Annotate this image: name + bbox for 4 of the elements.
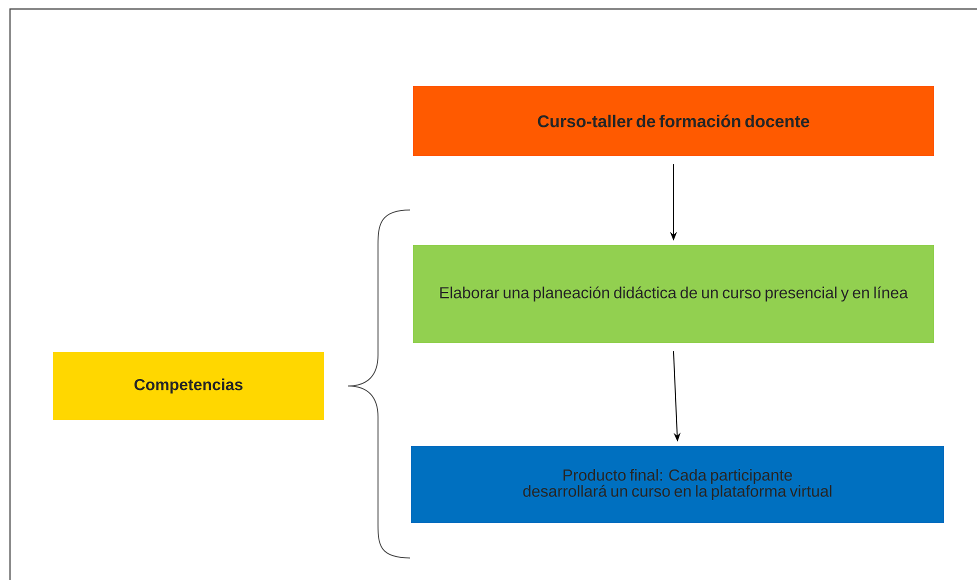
title-box: Curso-taller de formación docente xyxy=(413,86,934,156)
category-box: Competencias xyxy=(53,352,324,420)
process-box: Producto final: Cada participante desarrollará un curso en la plataforma virtual xyxy=(411,446,944,523)
process-box: Elaborar una planeación didáctica de un curso presencial y en línea xyxy=(413,245,934,343)
